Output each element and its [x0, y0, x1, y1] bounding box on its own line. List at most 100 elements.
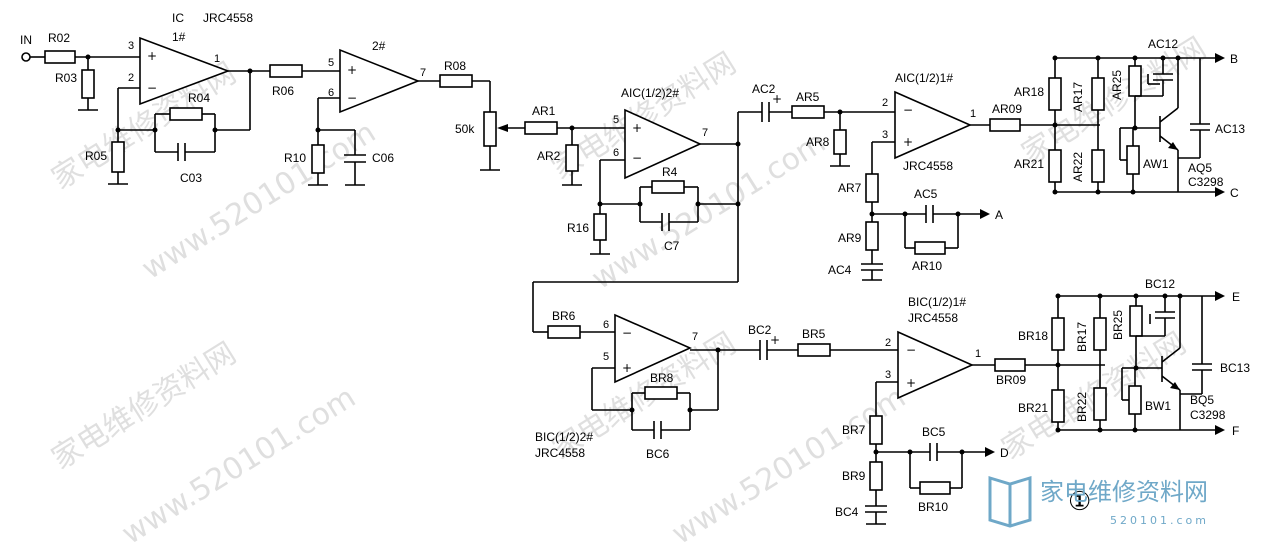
label-br18: BR18	[1018, 329, 1048, 343]
resistor-ar25	[1128, 65, 1142, 97]
label-br8: BR8	[650, 371, 674, 385]
svg-text:+: +	[772, 92, 782, 106]
resistor-br6	[547, 325, 581, 339]
site-logo: 家电维修资料网 520101.com	[988, 475, 1209, 528]
label-bw1: BW1	[1145, 399, 1171, 413]
svg-text:−: −	[903, 103, 913, 117]
svg-text:+: +	[347, 63, 357, 77]
svg-text:7: 7	[702, 127, 708, 139]
label-aic1: AIC(1/2)1#	[895, 71, 953, 85]
input-terminal	[21, 52, 31, 62]
svg-text:2: 2	[882, 97, 888, 109]
output-b: B	[1230, 52, 1238, 66]
label-ar18: AR18	[1014, 85, 1044, 99]
label-r04: R04	[188, 91, 210, 105]
label-bc13: BC13	[1220, 361, 1250, 375]
label-ar09: AR09	[992, 102, 1022, 116]
resistor-r4	[651, 180, 685, 194]
label-ar5: AR5	[796, 90, 820, 104]
svg-text:+: +	[906, 376, 916, 390]
label-br5: BR5	[802, 327, 826, 341]
label-ar10: AR10	[912, 259, 942, 273]
label-br9: BR9	[842, 469, 866, 483]
label-ac4: AC4	[828, 263, 852, 277]
label-r10: R10	[284, 151, 306, 165]
label-ac2: AC2	[752, 82, 776, 96]
svg-text:−: −	[347, 91, 357, 105]
label-aic1-chip: JRC4558	[903, 159, 953, 173]
label-ic: IC	[172, 11, 184, 25]
svg-text:6: 6	[603, 319, 609, 331]
resistor-br5	[797, 343, 831, 357]
label-r4: R4	[662, 165, 678, 179]
resistor-ar18	[1048, 77, 1062, 111]
potentiometer-wiper	[497, 124, 508, 132]
resistor-ar7	[865, 173, 879, 203]
potentiometer-aw1	[1126, 145, 1140, 175]
resistor-br10	[919, 481, 951, 495]
stage-ic1: IN R02 R03 + − 3 2 1 IC JRC4558 1# R05	[20, 11, 270, 185]
label-pot: 50k	[455, 122, 475, 136]
label-br09: BR09	[996, 373, 1026, 387]
label-c06: C06	[372, 151, 394, 165]
resistor-r08	[439, 74, 473, 88]
output-stage-aq5: B C AR18 AR21 AR17 AR22 AR25 AW1	[1014, 37, 1245, 200]
stage-ic2: R06 + − 5 6 7 2# R10 C06 R08 50k	[269, 39, 525, 186]
svg-text:+: +	[770, 333, 780, 347]
label-bc4: BC4	[835, 505, 859, 519]
label-br7: BR7	[842, 423, 866, 437]
svg-text:5: 5	[613, 114, 619, 126]
resistor-r05	[111, 141, 125, 173]
label-r08: R08	[444, 59, 466, 73]
label-bic2: BIC(1/2)2#	[535, 430, 593, 444]
label-br6: BR6	[552, 309, 576, 323]
svg-text:1: 1	[970, 108, 976, 120]
label-ar1: AR1	[532, 104, 556, 118]
resistor-ar8	[833, 129, 847, 155]
svg-text:−: −	[622, 326, 632, 340]
svg-text:6: 6	[613, 147, 619, 159]
svg-text:7: 7	[420, 67, 426, 79]
stage-aic2: AR1 AR2 + − 5 6 7 AIC(1/2)2# R16 R4	[524, 86, 762, 332]
stage-aic1: + AC2 AR5 AR8 − + 2 3 1 AIC(1/2)1# JRC45…	[752, 71, 1100, 281]
watermark-url: www.520101.com	[586, 125, 832, 297]
resistor-br8	[644, 386, 678, 400]
resistor-br18	[1051, 317, 1065, 351]
label-ar21: AR21	[1014, 157, 1044, 171]
label-bic2-chip: JRC4558	[535, 446, 585, 460]
resistor-br09	[994, 358, 1026, 372]
resistor-ar22	[1091, 149, 1105, 183]
svg-text:2: 2	[128, 72, 134, 84]
opamp-ic1	[139, 36, 231, 106]
label-bic1: BIC(1/2)1#	[908, 295, 966, 309]
resistor-r06	[269, 64, 303, 78]
svg-text:5: 5	[328, 57, 334, 69]
potentiometer-50k	[483, 111, 497, 147]
svg-text:6: 6	[328, 87, 334, 99]
output-d: D	[1000, 446, 1009, 460]
opamp-bic2	[614, 313, 692, 384]
resistor-ar1	[524, 121, 558, 135]
opamp-aic2	[624, 108, 702, 180]
resistor-ar9	[865, 221, 879, 251]
label-r05: R05	[85, 149, 107, 163]
resistor-br7	[869, 415, 883, 445]
resistor-ar21	[1048, 149, 1062, 183]
svg-text:2: 2	[885, 337, 891, 349]
resistor-ar17	[1091, 77, 1105, 111]
label-r16: R16	[567, 221, 589, 235]
stage-bic2: BR6 − + 6 5 7 BR8 BC6 BIC(1/2)2# JRC4558	[533, 309, 760, 461]
resistor-ar2	[565, 144, 579, 172]
output-f: F	[1232, 424, 1239, 438]
logo-url: 520101.com	[1110, 514, 1209, 527]
resistor-br9	[869, 461, 883, 491]
svg-text:+: +	[147, 49, 157, 63]
label-ic1: 1#	[172, 30, 186, 44]
svg-text:−: −	[147, 81, 157, 95]
resistor-r04	[169, 107, 203, 121]
watermark-url: www.520101.com	[136, 115, 382, 287]
svg-text:5: 5	[603, 351, 609, 363]
label-bc12: BC12	[1145, 277, 1175, 291]
label-ar2: AR2	[537, 149, 561, 163]
